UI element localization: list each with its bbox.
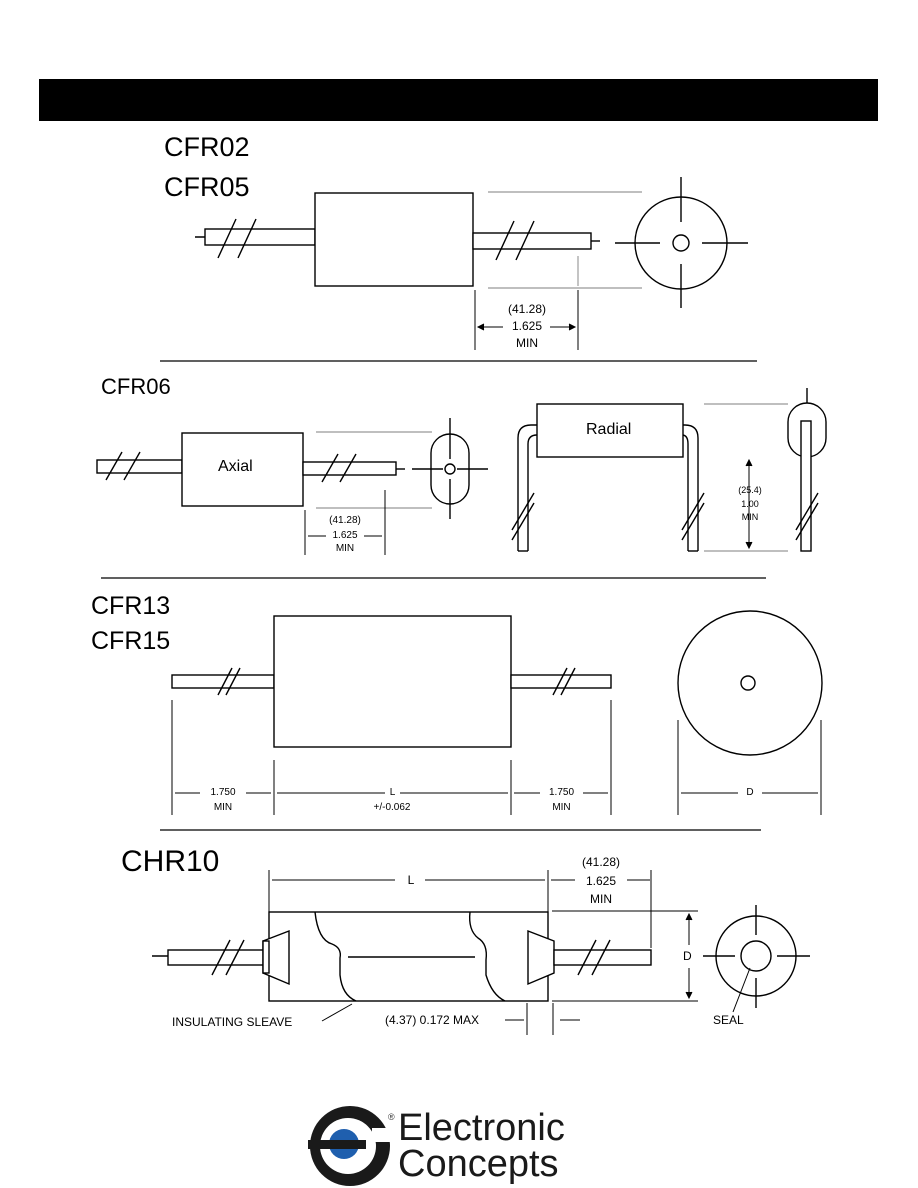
- cfr06-axial-dim-in: 1.625: [332, 530, 358, 541]
- cfr06-radial-dim-in: 1.00: [741, 499, 759, 509]
- chr10-dim-mm: (41.28): [581, 855, 621, 869]
- axial-label: Axial: [218, 458, 253, 475]
- registered-mark: ®: [388, 1112, 395, 1122]
- logo-line2: Concepts: [398, 1143, 559, 1185]
- header-bar: [39, 79, 878, 121]
- lead-left-min: MIN: [213, 802, 233, 813]
- chr10-title: CHR10: [121, 845, 220, 878]
- cfr06-title: CFR06: [101, 374, 171, 399]
- diameter-label: D: [746, 787, 754, 798]
- seal-label: SEAL: [713, 1013, 744, 1027]
- max-dimension-label: (4.37) 0.172 MAX: [385, 1013, 480, 1027]
- body-length-label: L: [389, 787, 396, 798]
- chr10-length-label: L: [407, 873, 415, 887]
- cfr02-drawing: [160, 177, 757, 362]
- cfr06-drawing: [96, 388, 827, 579]
- insulating-sleave-label: INSULATING SLEAVE: [172, 1015, 293, 1029]
- cfr02-dim-mm: (41.28): [507, 302, 547, 316]
- cfr06-axial-dim-min: MIN: [335, 543, 355, 554]
- radial-label: Radial: [586, 421, 632, 438]
- logo-wordmark: Electronic Concepts: [398, 1107, 565, 1185]
- body-tolerance: +/-0.062: [373, 802, 411, 813]
- cfr15-title: CFR15: [91, 627, 171, 655]
- cfr06-radial-dim-min: MIN: [741, 512, 759, 522]
- cfr13-drawing: [160, 610, 823, 831]
- lead-left-dim: 1.750: [210, 787, 236, 798]
- cfr02-dim-in: 1.625: [511, 319, 543, 333]
- cfr05-title: CFR05: [164, 172, 250, 202]
- chr10-drawing: [152, 870, 810, 1035]
- lead-right-dim: 1.750: [548, 787, 575, 798]
- cfr02-title: CFR02: [164, 132, 250, 162]
- cfr02-dim-min: MIN: [516, 336, 538, 350]
- cfr13-title: CFR13: [91, 592, 171, 620]
- cfr06-radial-dim-mm: (25.4): [738, 485, 762, 495]
- chr10-dim-min: MIN: [590, 892, 612, 906]
- logo-line1: Electronic: [398, 1107, 565, 1149]
- logo-mark: [308, 1106, 402, 1186]
- chr10-dim-in: 1.625: [585, 874, 617, 888]
- cfr06-axial-dim-mm: (41.28): [329, 515, 361, 526]
- chr10-diameter-label: D: [683, 949, 692, 963]
- lead-right-min: MIN: [552, 802, 571, 813]
